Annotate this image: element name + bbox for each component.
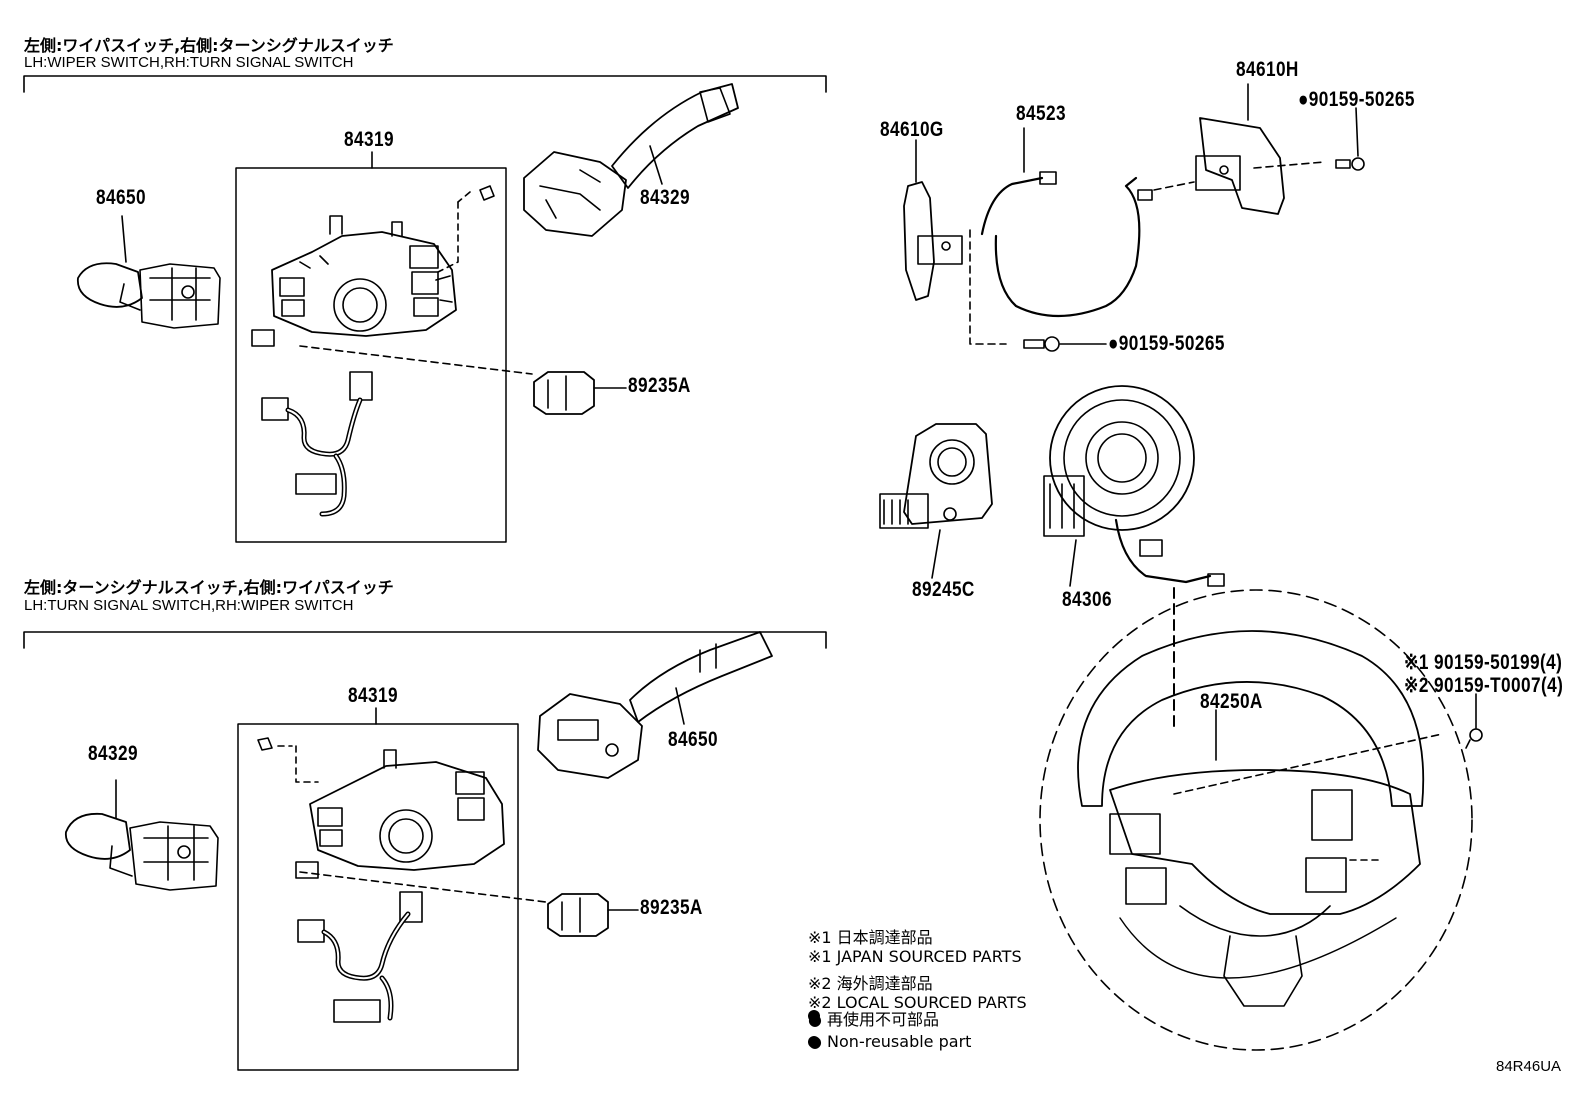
- legend-bullet-en: [808, 1036, 820, 1048]
- legend-nonreusable-jp: ● 再使用不可部品: [808, 1010, 940, 1029]
- section-bottom-title-en: LH:TURN SIGNAL SWITCH,RH:WIPER SWITCH: [24, 597, 354, 614]
- steering-sensor-89245C: [879, 423, 993, 579]
- part-label-84329-top[interactable]: 84329: [640, 186, 690, 209]
- wire-harness-bottom: [297, 891, 423, 1023]
- wire-harness-top: [261, 371, 373, 517]
- part-label-84306[interactable]: 84306: [1062, 588, 1112, 611]
- legend-note2-en: ※2 LOCAL SOURCED PARTS: [808, 993, 1027, 1012]
- section-bracket-bottom: [23, 631, 827, 649]
- wiper-switch-84650-top: [77, 215, 221, 329]
- wire-84523: [969, 127, 1153, 345]
- legend-note1-jp: ※1 日本調達部品: [808, 928, 933, 947]
- paddle-84610G: [903, 139, 963, 301]
- part-label-90159-50265-a[interactable]: ●90159-50265: [1298, 88, 1415, 111]
- part-label-84523[interactable]: 84523: [1016, 102, 1066, 125]
- bolt-note-1-2: [1465, 693, 1483, 749]
- section-top-title-jp: 左側:ワイパスイッチ,右側:ターンシグナルスイッチ: [24, 36, 394, 55]
- wiper-switch-84650-bottom: [537, 631, 773, 779]
- legend-bullet-jp: [808, 1010, 820, 1022]
- paddle-84610H: [1153, 83, 1325, 215]
- part-label-90159-50265-b[interactable]: ●90159-50265: [1108, 332, 1225, 355]
- assembly-box-84319-top: [235, 167, 507, 543]
- legend-note1-en: ※1 JAPAN SOURCED PARTS: [808, 947, 1022, 966]
- spiral-cable-84306: [1043, 385, 1225, 587]
- screw-90159-50265-a: [1335, 107, 1365, 171]
- combo-switch-body-top: [251, 185, 495, 347]
- part-label-84319-top[interactable]: 84319: [344, 128, 394, 151]
- part-label-84250A[interactable]: 84250A: [1200, 690, 1263, 713]
- legend-note2-jp: ※2 海外調達部品: [808, 974, 933, 993]
- screw-90159-50265-b: [1023, 336, 1107, 352]
- part-label-84650-top[interactable]: 84650: [96, 186, 146, 209]
- part-label-84610G[interactable]: 84610G: [880, 118, 944, 141]
- section-top-title-en: LH:WIPER SWITCH,RH:TURN SIGNAL SWITCH: [24, 54, 354, 71]
- combo-switch-body-bottom: [257, 737, 505, 879]
- part-label-note2-bolt[interactable]: ※2 90159-T0007(4): [1404, 674, 1564, 697]
- part-label-84650-bottom[interactable]: 84650: [668, 728, 718, 751]
- legend-nonreusable-en: ● Non-reusable part: [808, 1032, 972, 1051]
- section-bracket-top: [23, 75, 827, 93]
- assembly-box-84319-bottom: [237, 723, 519, 1071]
- part-label-89235A-bottom[interactable]: 89235A: [640, 896, 703, 919]
- part-label-84319-bottom[interactable]: 84319: [348, 684, 398, 707]
- sensor-89235A-bottom: [299, 871, 639, 937]
- section-bottom-title-jp: 左側:ターンシグナルスイッチ,右側:ワイパスイッチ: [24, 578, 394, 597]
- part-label-84610H[interactable]: 84610H: [1236, 58, 1299, 81]
- part-label-89235A-top[interactable]: 89235A: [628, 374, 691, 397]
- part-label-note1-bolt[interactable]: ※1 90159-50199(4): [1404, 651, 1563, 674]
- part-label-84329-bottom[interactable]: 84329: [88, 742, 138, 765]
- part-label-89245C[interactable]: 89245C: [912, 578, 975, 601]
- sensor-89235A-top: [299, 345, 627, 415]
- diagram-code: 84R46UA: [1496, 1058, 1562, 1075]
- turn-signal-switch-84329-bottom: [65, 779, 219, 891]
- steering-wheel-84250A: [1039, 587, 1473, 1051]
- turn-signal-switch-84329-top: [523, 83, 739, 237]
